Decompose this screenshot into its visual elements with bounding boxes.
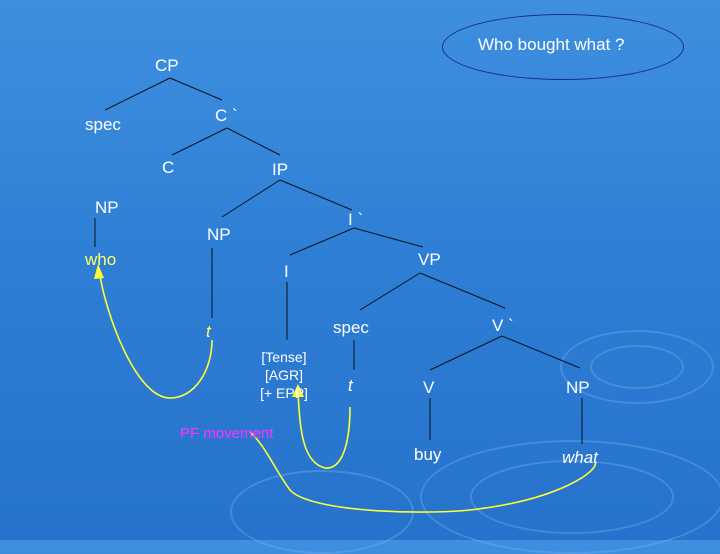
node-c: C	[162, 158, 175, 177]
node-np-object: NP	[566, 378, 590, 397]
ripple-decoration	[470, 460, 674, 534]
node-np-spec: NP	[95, 198, 119, 217]
node-i-bar: I `	[348, 210, 364, 229]
node-i: I	[284, 262, 289, 281]
node-spec-cp: spec	[85, 115, 121, 134]
page-title: Who bought what ?	[478, 35, 625, 54]
feature-tense: [Tense]	[261, 349, 307, 365]
node-who: who	[85, 250, 117, 269]
slide: Who bought what ? CP spec C ` C IP NP wh…	[85, 14, 720, 554]
node-buy: buy	[414, 445, 442, 464]
node-trace-vp: t	[348, 376, 353, 395]
tree-branches	[94, 77, 597, 513]
node-what: what	[562, 448, 598, 467]
feature-agr: [AGR]	[264, 367, 304, 383]
pf-movement-label: PF movement	[180, 425, 274, 442]
node-cp: CP	[155, 56, 179, 75]
node-trace-subject: t	[206, 322, 211, 341]
node-v-bar: V `	[492, 316, 514, 335]
node-np-subject: NP	[207, 225, 231, 244]
node-c-bar: C `	[215, 106, 238, 125]
title-oval	[442, 14, 684, 80]
node-vp: VP	[418, 250, 441, 269]
node-spec-vp: spec	[333, 318, 369, 337]
ripple-decoration	[560, 330, 714, 404]
ripple-decoration	[590, 345, 684, 389]
node-ip: IP	[272, 160, 289, 179]
i-feature-bundle: [Tense] [AGR] [+ EPP]	[250, 348, 318, 402]
feature-epp: [+ EPP]	[260, 385, 308, 401]
node-v: V	[423, 378, 435, 397]
